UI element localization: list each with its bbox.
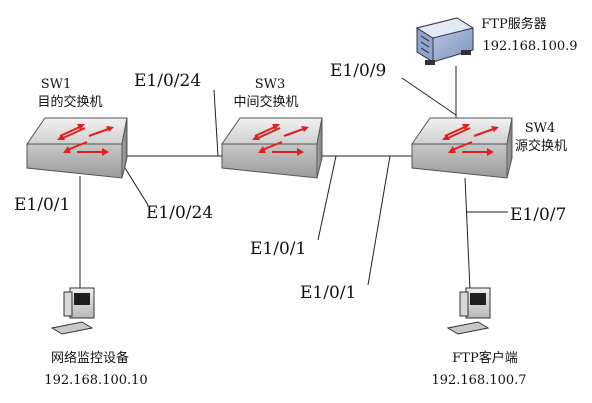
sw3-name: SW3 [255, 77, 286, 92]
monitor-name: 网络监控设备 [51, 350, 129, 366]
pc-screen [470, 293, 486, 305]
link-sw4-client [464, 177, 471, 291]
sw1-name: SW1 [41, 77, 72, 92]
server-top-face [415, 17, 475, 39]
switch-sw1[interactable] [26, 117, 128, 179]
leader-sw4-e109 [401, 77, 457, 116]
ftp-client-pc[interactable] [446, 287, 491, 335]
switch-sw3[interactable] [221, 117, 323, 179]
ftp-server-ip: 192.168.100.9 [482, 39, 577, 54]
port-sw3-e101: E1/0/1 [250, 239, 306, 259]
pc-drive [63, 291, 73, 317]
monitor-pc[interactable] [50, 287, 95, 335]
sw4-name: SW4 [525, 121, 556, 136]
sw4-role: 源交换机 [515, 138, 567, 154]
switch-arrows-icon [252, 124, 309, 156]
switch-front [411, 143, 508, 179]
pc-screen [74, 293, 90, 305]
sw1-role: 目的交换机 [37, 94, 102, 110]
switch-side [506, 117, 513, 179]
ftp-client-ip: 192.168.100.7 [431, 373, 526, 388]
sw3-role: 中间交换机 [233, 94, 298, 110]
switch-front [221, 143, 318, 179]
ftp-server[interactable] [415, 17, 475, 65]
server-bay-line [420, 35, 430, 42]
port-sw1-e101: E1/0/1 [14, 195, 70, 215]
pc-keyboard-icon [50, 321, 94, 335]
port-sw4-e107: E1/0/7 [510, 205, 566, 225]
switch-side [121, 117, 128, 179]
server-foot [425, 60, 435, 65]
leader-sw3-e1024 [213, 89, 219, 157]
server-foot [461, 50, 471, 55]
monitor-ip: 192.168.100.10 [44, 373, 147, 388]
leader-sw3-e101 [317, 155, 337, 241]
ftp-client-name: FTP客户端 [452, 350, 517, 366]
switch-sw4[interactable] [411, 117, 513, 179]
pc-keyboard-icon [446, 321, 490, 335]
switch-front [26, 143, 123, 179]
leader-sw4-e101 [367, 155, 391, 286]
switch-arrows-icon [442, 124, 499, 156]
port-sw1-e1024: E1/0/24 [146, 203, 213, 223]
port-sw3-e1024: E1/0/24 [134, 71, 201, 91]
server-bay-line [420, 47, 430, 54]
server-bay-line [420, 41, 430, 48]
pc-drive [459, 291, 469, 317]
port-sw4-e101: E1/0/1 [300, 283, 356, 303]
ftp-server-name: FTP服务器 [481, 16, 546, 32]
switch-arrows-icon [57, 124, 114, 156]
port-sw4-e109: E1/0/9 [330, 61, 386, 81]
switch-side [316, 117, 323, 179]
